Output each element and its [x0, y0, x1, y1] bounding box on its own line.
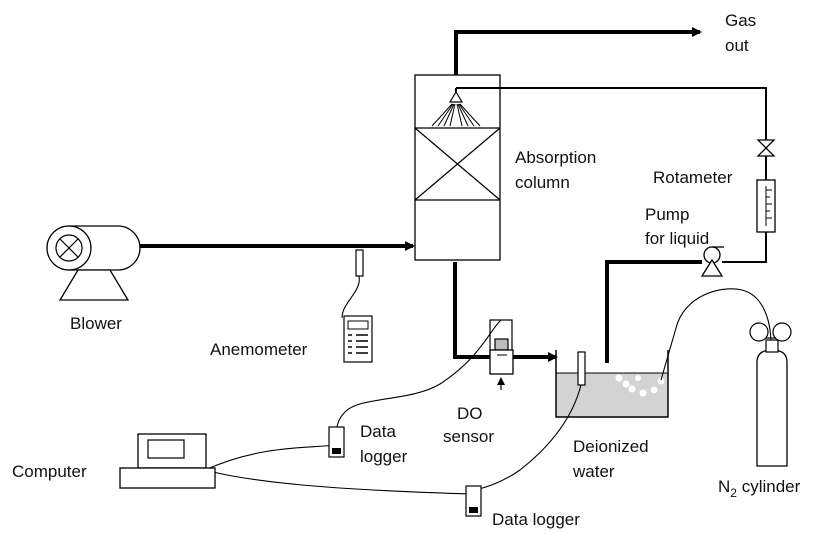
liquid-recirculation-line — [605, 260, 702, 363]
gas-out-label-line1: Gas — [725, 11, 756, 30]
do-sensor-label-line2: sensor — [443, 427, 494, 446]
anemometer-label: Anemometer — [210, 340, 308, 359]
cable-do-to-logger — [336, 319, 502, 429]
gas-out-label-line2: out — [725, 36, 749, 55]
nitrogen-bubbles — [615, 374, 665, 397]
pump-label-line1: Pump — [645, 205, 689, 224]
column-outlet-pipe — [453, 262, 558, 362]
deionized-water-label-line1: Deionized — [573, 437, 649, 456]
blower — [46, 225, 141, 301]
cable-logger2-to-computer — [204, 469, 475, 495]
nitrogen-gas-line — [660, 288, 772, 381]
data-logger-1-label-line1: Data — [360, 422, 396, 441]
absorption-column — [414, 74, 501, 261]
pump-label-line2: for liquid — [645, 229, 709, 248]
data-logger-2-label: Data logger — [492, 510, 580, 529]
pump-icon — [700, 246, 724, 277]
water-tank — [555, 350, 669, 418]
deionized-water-label-line2: water — [572, 462, 615, 481]
n2-cylinder-label: N2 cylinder — [718, 477, 801, 500]
absorption-column-label-line2: column — [515, 173, 570, 192]
do-sensor-label-line1: DO — [457, 404, 483, 423]
gas-outlet-pipe — [454, 27, 702, 75]
spray-nozzle — [431, 88, 481, 127]
data-logger-1-label-line2: logger — [360, 447, 408, 466]
anemometer — [341, 249, 373, 363]
do-sensor — [489, 319, 514, 390]
absorption-column-label-line1: Absorption — [515, 148, 596, 167]
computer-label: Computer — [12, 462, 87, 481]
blower-label: Blower — [70, 314, 122, 333]
data-logger-1 — [328, 426, 345, 458]
liquid-line-thin — [722, 232, 767, 263]
cable-logger1-to-computer — [204, 444, 338, 471]
cable-probe-to-logger2 — [473, 384, 582, 491]
liquid-line-top — [456, 87, 767, 180]
rotameter-label: Rotameter — [653, 168, 733, 187]
data-logger-2 — [465, 485, 482, 517]
nitrogen-cylinder — [749, 322, 792, 467]
rotameter — [756, 179, 776, 233]
valve-icon — [756, 139, 776, 157]
computer — [119, 433, 216, 489]
